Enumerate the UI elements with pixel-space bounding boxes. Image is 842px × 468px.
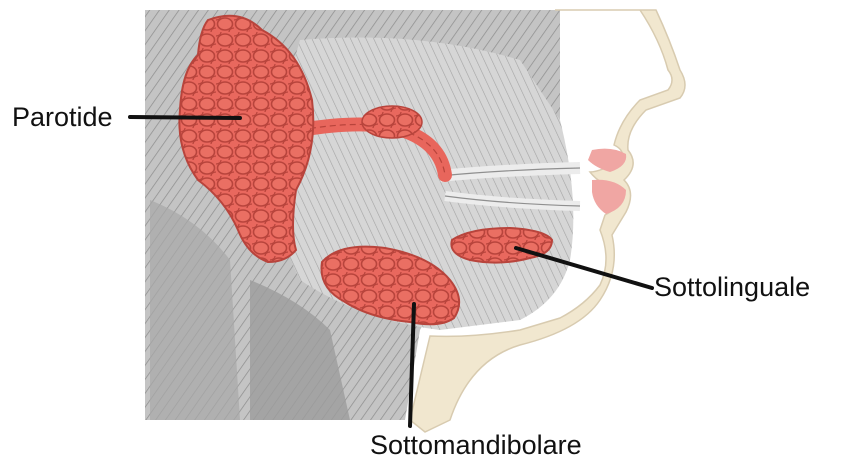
sottolinguale-label: Sottolinguale [654, 274, 810, 301]
sottomandibolare-label: Sottomandibolare [370, 432, 582, 459]
accessory-parotid-lobe [362, 106, 422, 138]
parotide-label: Parotide [12, 104, 113, 131]
parotide-leader-line [130, 117, 240, 118]
